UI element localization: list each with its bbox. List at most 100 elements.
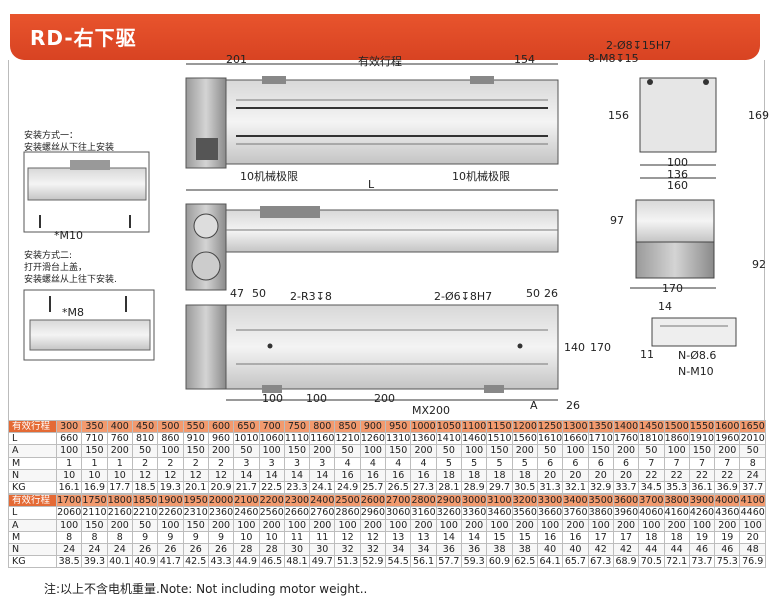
table-cell: 700 — [258, 419, 285, 434]
table-cell: 12 — [182, 468, 209, 482]
table-cell: 1450 — [638, 419, 665, 434]
dim-200: 200 — [374, 392, 395, 405]
dim-47: 47 — [230, 287, 244, 300]
table-cell: 28.9 — [460, 480, 488, 495]
table-cell: 1100 — [460, 419, 488, 434]
table-cell: 16 — [334, 468, 361, 482]
table-cell: 200 — [562, 518, 589, 532]
table-cell: 46 — [714, 542, 741, 557]
table-cell: 13 — [410, 530, 437, 544]
table-cell: 1300 — [562, 419, 589, 434]
row-header-cell: KG — [8, 555, 57, 569]
table-cell: 26 — [131, 542, 159, 557]
table-cell: 22 — [714, 468, 741, 482]
table-cell: 1760 — [612, 432, 640, 446]
table-cell: 31.3 — [536, 480, 564, 495]
mount-method1-desc: 安装螺丝从下往上安装 — [24, 143, 115, 153]
table-cell: 12 — [131, 468, 159, 482]
table-cell: 200 — [207, 518, 235, 532]
table-cell: 40 — [562, 542, 589, 557]
table-cell: 10 — [233, 530, 260, 544]
table-cell: 1010 — [233, 432, 260, 446]
table-cell: 26.5 — [385, 480, 412, 495]
table-cell: 1950 — [182, 494, 209, 508]
table-cell: 42.5 — [182, 555, 209, 569]
table-cell: 13 — [385, 530, 412, 544]
table-cell: 450 — [131, 419, 159, 434]
table-cell: 34 — [385, 542, 412, 557]
table-cell: 3300 — [536, 494, 564, 508]
table-cell: 15 — [486, 530, 513, 544]
limit-right-label: 10机械极限 — [452, 170, 510, 183]
row-header-cell: L — [8, 506, 57, 520]
table-cell: 200 — [612, 444, 640, 458]
table-cell: 24 — [55, 542, 83, 557]
dim-100-a: 100 — [262, 392, 283, 405]
table-cell: 16 — [536, 530, 564, 544]
row-header-cell: N — [8, 542, 57, 557]
table-cell: 100 — [587, 518, 614, 532]
table-cell: 3960 — [612, 506, 640, 520]
table-cell: 3560 — [511, 506, 538, 520]
table-cell: 24.1 — [309, 480, 336, 495]
dim-92: 92 — [752, 258, 766, 271]
table-cell: 40.9 — [131, 555, 159, 569]
table-cell: 16 — [410, 468, 437, 482]
table-cell: 44 — [663, 542, 690, 557]
table-cell: 3 — [258, 456, 285, 470]
table-cell: 150 — [182, 444, 209, 458]
table-cell: 38 — [511, 542, 538, 557]
limit-left-label: 10机械极限 — [240, 170, 298, 183]
table-cell: 200 — [410, 444, 437, 458]
table-cell: 18.5 — [131, 480, 159, 495]
table-cell: 850 — [334, 419, 361, 434]
table-cell: 14 — [309, 468, 336, 482]
table-cell: 8 — [55, 530, 83, 544]
table-cell: 62.5 — [511, 555, 538, 569]
table-cell: 150 — [486, 444, 513, 458]
table-cell: 1360 — [410, 432, 437, 446]
table-cell: 860 — [157, 432, 184, 446]
table-cell: 200 — [612, 518, 640, 532]
table-cell: 2500 — [334, 494, 361, 508]
table-cell: 39.3 — [81, 555, 108, 569]
table-cell: 1560 — [511, 432, 538, 446]
table-cell: 50 — [131, 444, 159, 458]
table-cell: 3860 — [587, 506, 614, 520]
table-cell: 2160 — [106, 506, 133, 520]
table-cell: 1250 — [536, 419, 564, 434]
table-cell: 2200 — [258, 494, 285, 508]
table-cell: 28 — [258, 542, 285, 557]
table-cell: 14 — [460, 530, 488, 544]
table-cell: 36 — [435, 542, 463, 557]
table-cell: 10 — [55, 468, 83, 482]
bottom-view-drawing — [185, 304, 559, 401]
dim-169: 169 — [748, 109, 769, 122]
table-cell: 2010 — [739, 432, 766, 446]
table-cell: 1210 — [334, 432, 361, 446]
table-cell: 3 — [233, 456, 260, 470]
table-cell: 1710 — [587, 432, 614, 446]
table-cell: 1 — [55, 456, 83, 470]
table-cell: 2800 — [410, 494, 437, 508]
table-cell: 1850 — [131, 494, 159, 508]
mount-method1-drawing — [23, 151, 150, 233]
row-header-cell: L — [8, 432, 57, 446]
row-header-cell: 有效行程 — [8, 419, 57, 434]
table-cell: 40 — [536, 542, 564, 557]
mount-method1-screw: *M10 — [54, 229, 83, 242]
table-cell: 1260 — [359, 432, 387, 446]
table-cell: 910 — [182, 432, 209, 446]
table-cell: 1460 — [460, 432, 488, 446]
table-cell: 2360 — [207, 506, 235, 520]
table-cell: 4000 — [714, 494, 741, 508]
table-cell: 3 — [283, 456, 311, 470]
table-cell: 68.9 — [612, 555, 640, 569]
table-cell: 1200 — [511, 419, 538, 434]
